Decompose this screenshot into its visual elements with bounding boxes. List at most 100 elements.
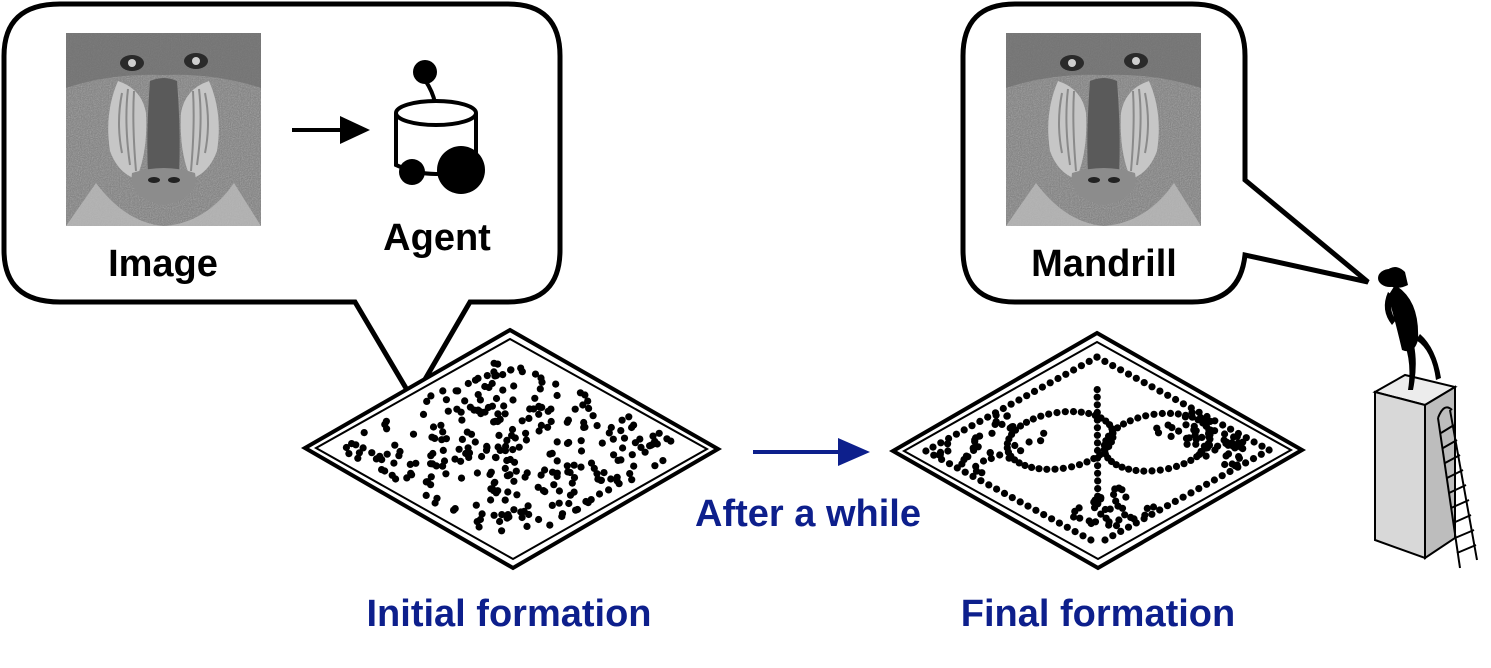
agent-dot <box>964 453 972 461</box>
agent-dot <box>1093 446 1102 455</box>
agent-dot <box>1051 465 1059 473</box>
agent-dot <box>1075 461 1084 469</box>
agent-dot <box>1258 442 1266 450</box>
agent-dot <box>1093 431 1101 439</box>
agent-dot <box>1003 412 1011 420</box>
agent-dot <box>455 445 463 453</box>
agent-dot <box>431 434 439 442</box>
agent-dot <box>1022 418 1031 426</box>
agent-dot <box>1124 523 1133 531</box>
agent-dot <box>1053 409 1061 417</box>
agent-dot <box>969 472 977 480</box>
agent-dot <box>478 452 486 461</box>
agent-dot <box>1163 502 1172 510</box>
agent-dot <box>1062 370 1070 378</box>
agent-dot <box>952 430 961 438</box>
agent-dot <box>506 455 514 464</box>
agent-dot <box>1228 460 1236 468</box>
agent-dot <box>487 485 495 493</box>
agent-dot <box>1094 462 1102 470</box>
agent-dot <box>1122 493 1130 501</box>
agent-dot <box>930 451 938 459</box>
agent-dot <box>593 470 601 478</box>
agent-dot <box>1046 379 1054 387</box>
agent-dot <box>1093 353 1101 361</box>
agent-dot <box>985 481 993 489</box>
agent-dot <box>457 457 465 465</box>
agent-dot <box>422 491 430 499</box>
agent-dot <box>501 464 509 472</box>
agent-dot <box>577 437 585 445</box>
agent-dot <box>481 382 489 391</box>
agent-dot <box>1203 444 1212 452</box>
agent-dot <box>609 435 617 443</box>
agent-dot <box>492 371 501 380</box>
agent-dot <box>587 459 596 467</box>
agent-dot <box>500 402 508 410</box>
agent-dot <box>626 470 634 478</box>
agent-dot <box>655 429 663 437</box>
agent-dot <box>577 447 586 455</box>
agent-dot <box>523 469 531 477</box>
agent-dot <box>492 394 501 403</box>
agent-dot <box>504 488 512 496</box>
agent-dot <box>496 517 504 526</box>
agent-dot <box>1219 421 1227 429</box>
agent-dot <box>1075 504 1083 512</box>
agent-dot <box>451 455 459 463</box>
agent-dot <box>1211 446 1219 454</box>
agent-dot <box>1045 410 1053 418</box>
agent-dot <box>1148 467 1156 475</box>
agent-dot <box>1227 425 1235 433</box>
agent-dot <box>605 429 613 437</box>
agent-dot <box>987 454 995 463</box>
agent-dot <box>1016 422 1025 430</box>
agent-dot <box>1093 424 1101 432</box>
agent-dot <box>535 427 543 435</box>
agent-dot <box>1087 519 1095 528</box>
agent-dot <box>538 378 546 386</box>
agent-dot <box>473 469 481 477</box>
agent-dot <box>510 477 518 485</box>
agent-dot <box>1087 536 1095 544</box>
agent-dot <box>461 397 469 405</box>
agent-dot <box>1016 498 1024 506</box>
agent-dot <box>555 487 564 495</box>
agent-dot <box>525 510 533 519</box>
agent-dot <box>467 430 476 438</box>
agent-dot <box>577 463 585 471</box>
agent-dot <box>617 456 625 464</box>
agent-dot <box>1203 480 1211 488</box>
agent-dot <box>354 454 362 462</box>
agent-dot <box>376 452 384 460</box>
agent-dot <box>1040 510 1048 519</box>
agent-dot <box>1070 513 1078 521</box>
agent-dot <box>1070 366 1078 374</box>
agent-dot <box>1183 440 1191 448</box>
agent-dot <box>1085 409 1093 418</box>
agent-dot <box>1043 465 1051 473</box>
agent-dot <box>1029 415 1037 423</box>
agent-dot <box>628 451 636 459</box>
agent-dot <box>442 396 450 404</box>
agent-dot <box>581 391 589 399</box>
agent-dot <box>1038 383 1046 391</box>
agent-dot <box>1202 452 1210 460</box>
agent-dot <box>383 450 391 458</box>
agent-dot <box>1153 424 1161 432</box>
agent-dot <box>1156 506 1164 514</box>
agent-dot <box>960 426 968 434</box>
agent-dot <box>1140 467 1148 475</box>
agent-dot <box>1059 464 1067 472</box>
agent-dot <box>1257 450 1265 458</box>
agent-dot <box>1168 424 1176 432</box>
agent-dot <box>518 417 526 425</box>
agent-dot <box>534 483 542 491</box>
agent-dot <box>972 462 980 470</box>
agent-dot <box>518 513 526 522</box>
agent-dot <box>522 429 530 437</box>
agent-dot <box>457 474 466 482</box>
agent-dot <box>439 428 447 436</box>
agent-dot <box>667 437 675 445</box>
agent-dot <box>579 401 587 409</box>
